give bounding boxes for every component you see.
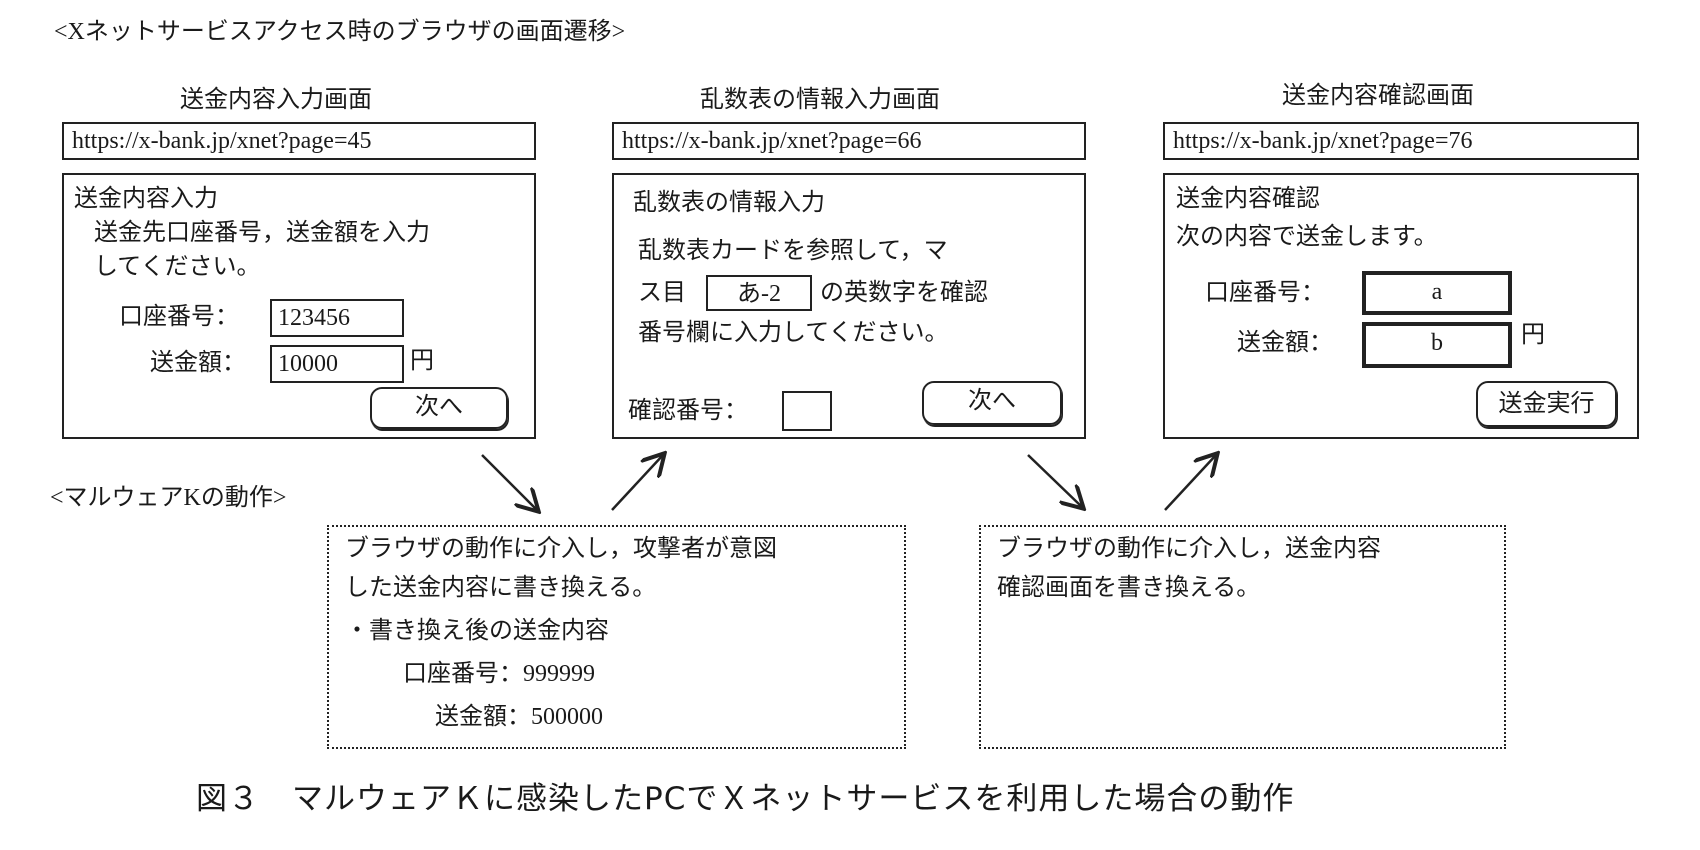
malware-action-box-1: ブラウザの動作に介入し，攻撃者が意図 した送金内容に書き換える。 ・書き換え後の…: [327, 525, 906, 749]
screen1-heading: 送金内容入力画面: [180, 87, 372, 113]
arrow-down-1: [481, 454, 537, 510]
account-label: 口座番号：: [119, 304, 239, 330]
screen3-heading: 送金内容確認画面: [1282, 83, 1474, 109]
confirm-number-input[interactable]: [782, 391, 832, 431]
screen2-instruction-2-post: の英数字を確認: [820, 280, 988, 306]
malware-1-line-3: ・書き換え後の送金内容: [345, 618, 609, 644]
malware-1-amount: 送金額：500000: [435, 704, 603, 730]
malware-1-line-1: ブラウザの動作に介入し，攻撃者が意図: [345, 536, 777, 562]
malware-1-account: 口座番号：999999: [403, 661, 595, 687]
arrow-up-2: [1164, 455, 1216, 511]
screen1-instruction-1: 送金先口座番号，送金額を入力: [94, 220, 430, 246]
yen-unit: 円: [410, 348, 434, 374]
screen2-instruction-1: 乱数表カードを参照して，マ: [638, 238, 948, 264]
random-table-cell: あ-2: [706, 275, 812, 311]
screen2-title: 乱数表の情報入力: [633, 190, 825, 216]
screen3-transfer-confirm: 送金内容確認 次の内容で送金します。 口座番号： a 送金額： b 円 送金実行: [1163, 173, 1639, 439]
section-title: <Xネットサービスアクセス時のブラウザの画面遷移>: [54, 19, 626, 45]
next-button[interactable]: 次へ: [370, 387, 508, 429]
malware-2-line-1: ブラウザの動作に介入し，送金内容: [997, 536, 1381, 562]
screen1-url-bar[interactable]: https://x-bank.jp/xnet?page=45: [62, 122, 536, 160]
malware-action-box-2: ブラウザの動作に介入し，送金内容 確認画面を書き換える。: [979, 525, 1506, 749]
screen3-message: 次の内容で送金します。: [1176, 224, 1438, 250]
yen-unit: 円: [1521, 322, 1545, 348]
account-blank-a: a: [1362, 271, 1512, 315]
arrow-down-2: [1027, 454, 1082, 507]
screen3-title: 送金内容確認: [1176, 186, 1320, 212]
account-input[interactable]: 123456: [270, 299, 404, 337]
screen2-heading: 乱数表の情報入力画面: [700, 87, 940, 113]
screen1-title: 送金内容入力: [74, 186, 218, 212]
malware-section-title: <マルウェアKの動作>: [50, 485, 287, 511]
screen2-instruction-3: 番号欄に入力してください。: [638, 320, 949, 346]
screen1-transfer-input: 送金内容入力 送金先口座番号，送金額を入力 してください。 口座番号： 1234…: [62, 173, 536, 439]
execute-transfer-button[interactable]: 送金実行: [1476, 381, 1617, 427]
screen3-url-bar[interactable]: https://x-bank.jp/xnet?page=76: [1163, 122, 1639, 160]
account-label: 口座番号：: [1205, 280, 1325, 306]
amount-label: 送金額：: [150, 350, 246, 376]
amount-blank-b: b: [1362, 322, 1512, 368]
amount-label: 送金額：: [1237, 330, 1333, 356]
amount-input[interactable]: 10000: [270, 345, 404, 383]
screen2-instruction-2-pre: ス目: [638, 280, 686, 306]
screen2-url-bar[interactable]: https://x-bank.jp/xnet?page=66: [612, 122, 1086, 160]
screen1-instruction-2: してください。: [94, 254, 261, 280]
arrow-up-1: [611, 455, 663, 511]
next-button[interactable]: 次へ: [922, 381, 1062, 425]
figure-caption: 図３ マルウェアＫに感染したPCでＸネットサービスを利用した場合の動作: [196, 781, 1295, 817]
malware-2-line-2: 確認画面を書き換える。: [997, 575, 1261, 601]
confirm-number-label: 確認番号：: [628, 398, 748, 424]
malware-1-line-2: した送金内容に書き換える。: [345, 575, 657, 601]
screen2-random-table-input: 乱数表の情報入力 乱数表カードを参照して，マ ス目 あ-2 の英数字を確認 番号…: [612, 173, 1086, 439]
